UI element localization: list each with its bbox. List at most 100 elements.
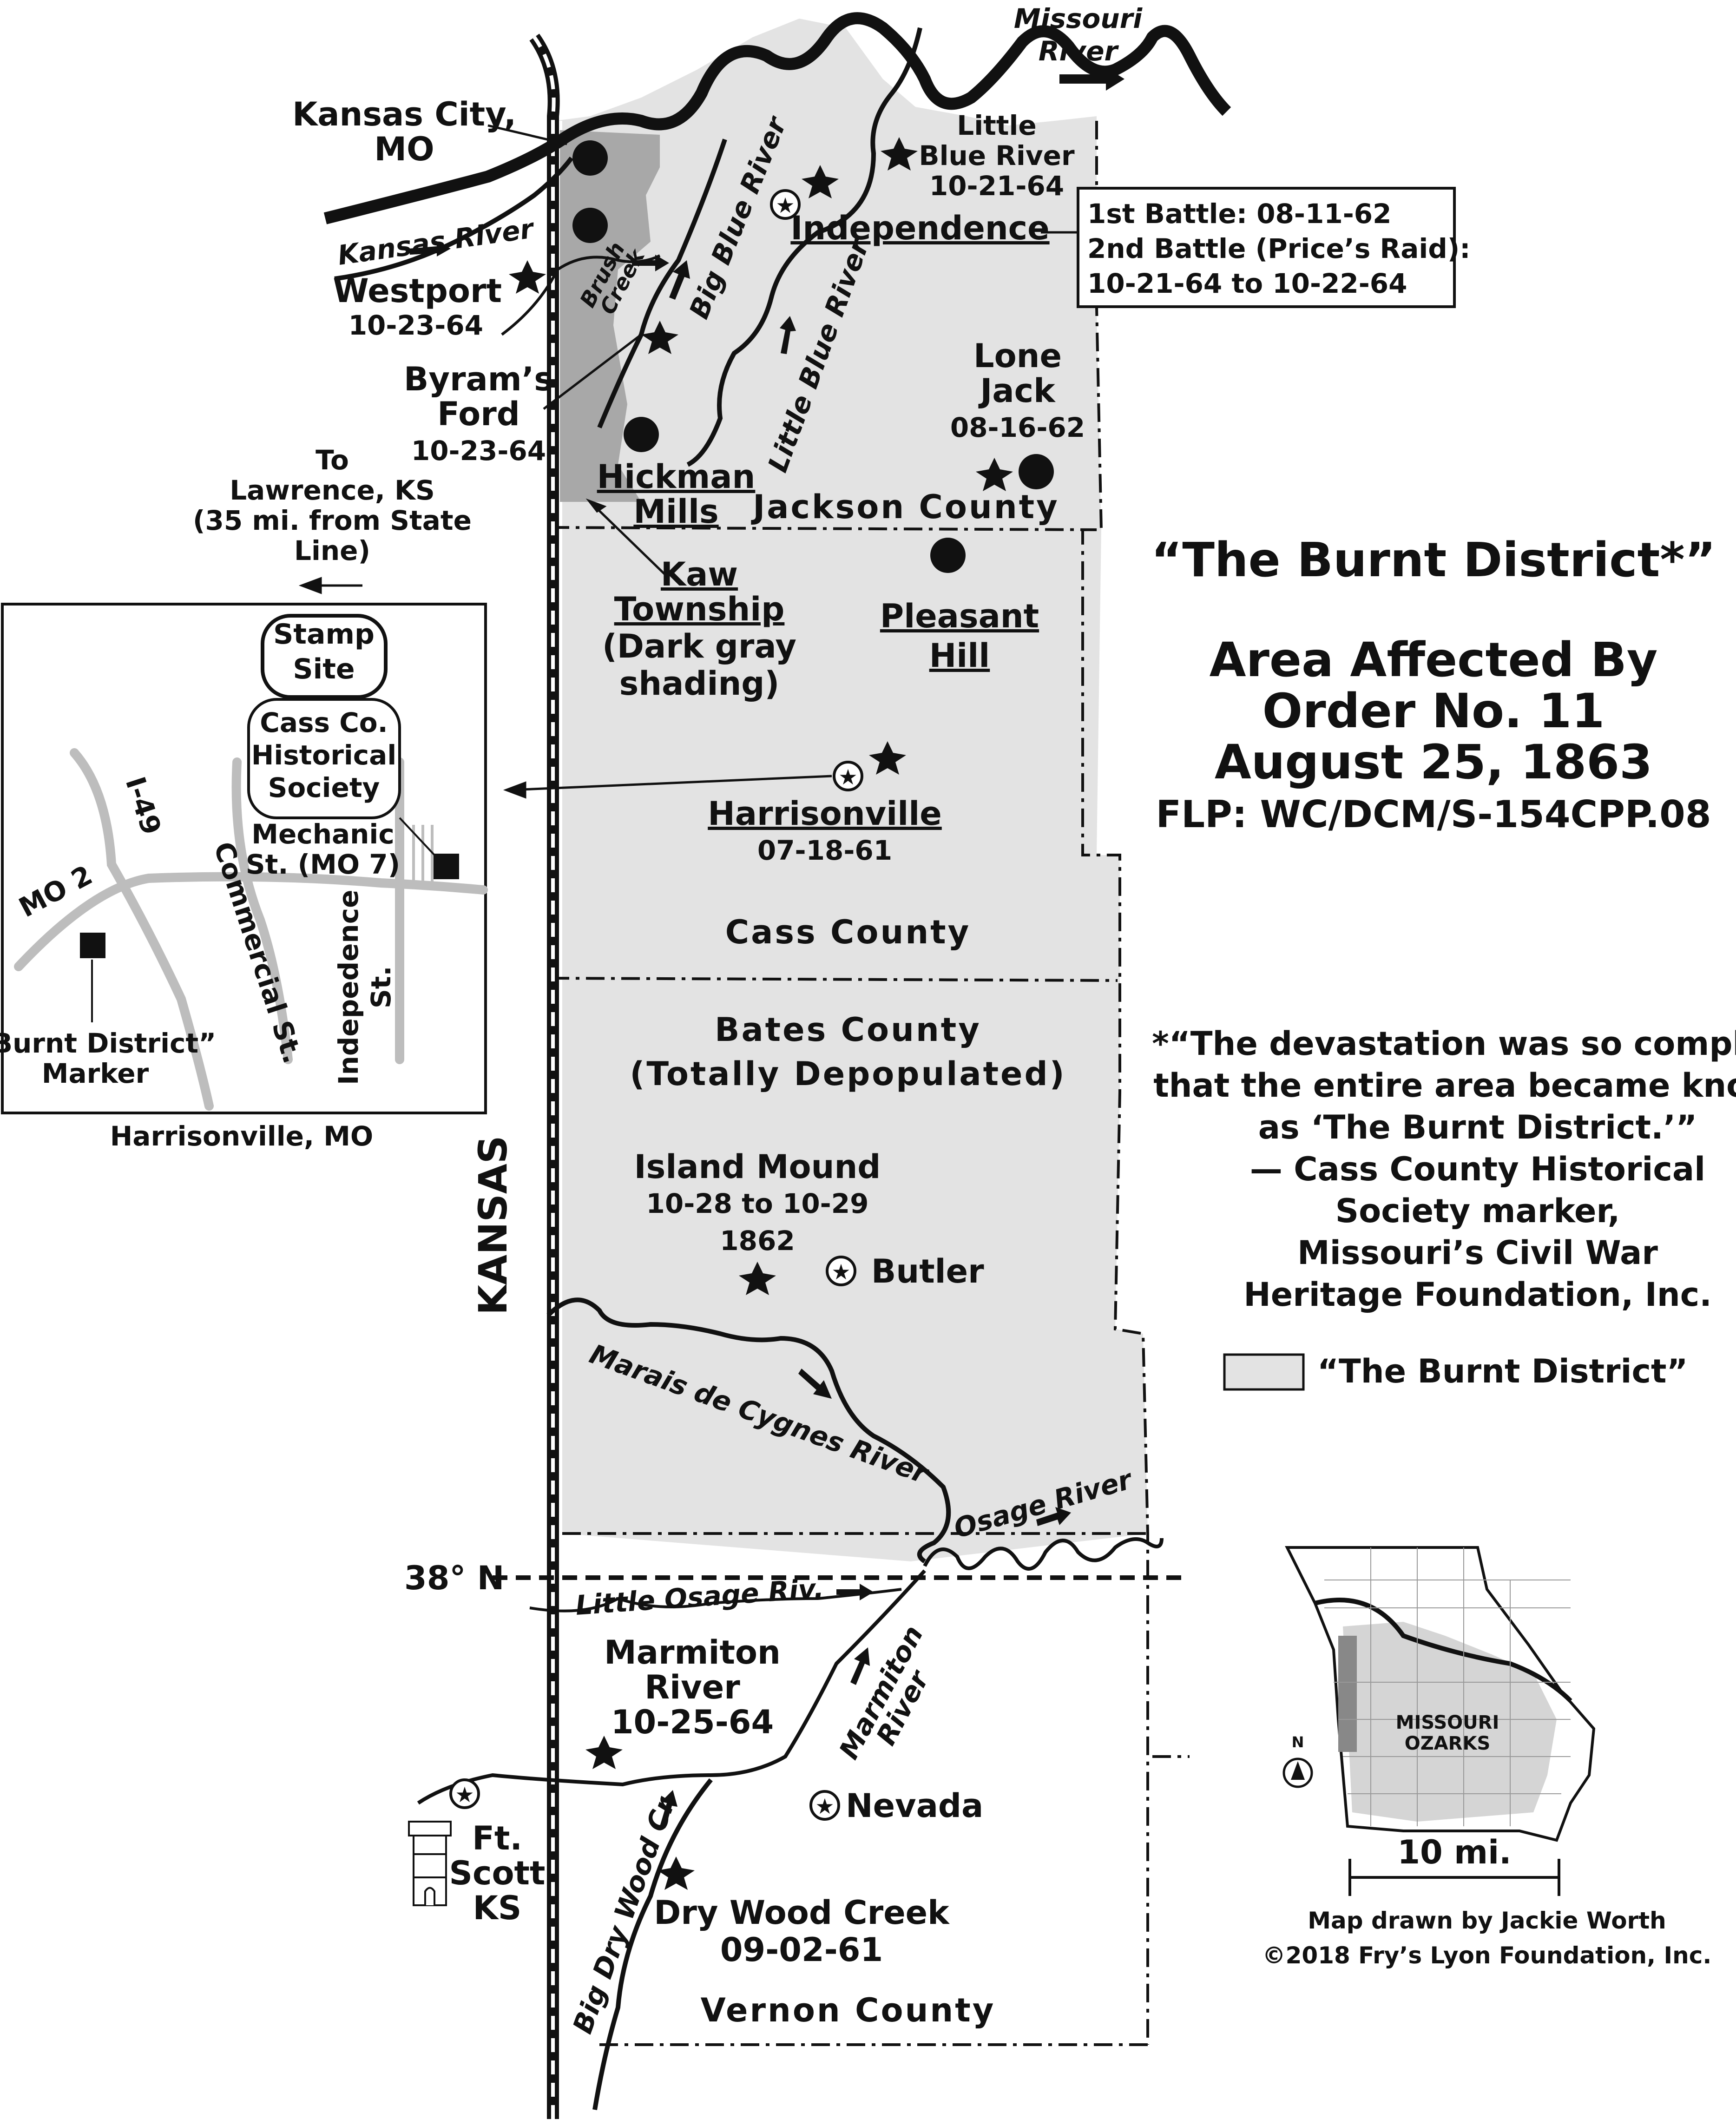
big-blue-river bbox=[597, 138, 727, 428]
inset-marker-2: Marker bbox=[42, 1058, 149, 1089]
east-boundary bbox=[1081, 121, 1149, 2045]
island-mound-label-2: 10-28 to 10-29 bbox=[646, 1188, 869, 1219]
independence-battle-2: 2nd Battle (Price’s Raid): bbox=[1087, 233, 1470, 264]
svg-text:★: ★ bbox=[838, 764, 857, 790]
little-blue-date: 10-21-64 bbox=[929, 170, 1064, 202]
credit-line-1: Map drawn by Jackie Worth bbox=[1308, 1907, 1666, 1934]
fort-scott-label-1: Ft. bbox=[472, 1819, 522, 1857]
historical-society-marker-icon bbox=[434, 854, 459, 879]
hickman-mills-label-2: Mills bbox=[633, 493, 718, 531]
dry-wood-label-1: Dry Wood Creek bbox=[654, 1894, 950, 1932]
legend-swatch bbox=[1223, 1353, 1305, 1391]
big-blue-arrow-icon bbox=[669, 260, 690, 300]
inset-indep-2: St. bbox=[365, 966, 397, 1008]
kansas-city-dot bbox=[572, 140, 608, 176]
inset-stamp-1: Stamp bbox=[273, 618, 375, 651]
fort-scott-label-3: KS bbox=[473, 1889, 522, 1927]
lone-jack-date: 08-16-62 bbox=[950, 412, 1085, 443]
kansas-city-dot-2 bbox=[572, 208, 608, 243]
kaw-township-label-3: (Dark gray bbox=[602, 627, 796, 665]
marmiton-label-1: Marmiton bbox=[604, 1633, 781, 1672]
little-blue-arrow-icon bbox=[780, 316, 796, 354]
battle-big-blue-icon bbox=[802, 165, 839, 198]
locator-label-2: OZARKS bbox=[1405, 1733, 1491, 1754]
lone-jack-dot bbox=[1019, 454, 1054, 489]
inset-indep-1: Indepedence bbox=[333, 890, 364, 1085]
butler-label: Butler bbox=[871, 1252, 984, 1290]
fort-scott-icon: ★ bbox=[449, 1778, 480, 1809]
battle-byrams-ford-icon bbox=[641, 321, 678, 354]
kaw-township-label-1: Kaw bbox=[661, 555, 738, 593]
leader-lines bbox=[298, 124, 832, 799]
svg-text:★: ★ bbox=[455, 1782, 474, 1807]
cass-bates-boundary bbox=[550, 977, 1118, 982]
town-dots bbox=[572, 140, 1054, 573]
osage-river bbox=[923, 1537, 1164, 1571]
little-osage-arrow-icon bbox=[836, 1584, 874, 1600]
brush-arrow-icon bbox=[632, 255, 669, 271]
kansas-city-label-1: Kansas City, bbox=[292, 95, 516, 133]
kansas-river bbox=[334, 156, 573, 281]
quote-line-6: Missouri’s Civil War bbox=[1297, 1234, 1658, 1272]
county-seat-independence-icon: ★ bbox=[770, 189, 801, 220]
title-line-3: Order No. 11 bbox=[1263, 684, 1605, 739]
stamp-site-box bbox=[261, 614, 388, 699]
kansas-label: KANSAS bbox=[470, 1136, 516, 1315]
harrisonville-label: Harrisonville bbox=[708, 795, 942, 833]
battle-marmiton-icon bbox=[585, 1736, 623, 1769]
nevada-label: Nevada bbox=[846, 1787, 983, 1825]
battle-little-blue-icon bbox=[881, 137, 918, 171]
inset-hist-2: Historical bbox=[251, 739, 396, 771]
little-blue-label-2: Blue River bbox=[919, 140, 1075, 171]
byrams-ford-label-2: Ford bbox=[437, 395, 520, 433]
cass-county-label: Cass County bbox=[725, 913, 971, 951]
battle-dry-wood-icon bbox=[658, 1856, 695, 1890]
byrams-ford-date: 10-23-64 bbox=[411, 435, 546, 467]
little-blue-river bbox=[686, 27, 922, 467]
kaw-township-label-4: shading) bbox=[619, 665, 780, 703]
title-line-2: Area Affected By bbox=[1210, 632, 1658, 688]
harrisonville-date: 07-18-61 bbox=[757, 835, 892, 866]
scale-label: 10 mi. bbox=[1397, 1833, 1511, 1871]
little-osage-river bbox=[529, 1588, 902, 1613]
fort-scott-label-2: Scott bbox=[449, 1854, 546, 1892]
pleasant-hill-label-1: Pleasant bbox=[880, 597, 1039, 635]
hickman-mills-dot bbox=[624, 417, 659, 452]
lone-jack-label-1: Lone bbox=[973, 337, 1062, 375]
inset-marker-1: “Burnt District” bbox=[0, 1027, 216, 1059]
vernon-county-label: Vernon County bbox=[701, 1991, 996, 2029]
jackson-county-label: Jackson County bbox=[751, 488, 1059, 526]
big-dry-wood-creek bbox=[592, 1778, 713, 2110]
burnt-district-marker-icon bbox=[80, 933, 105, 958]
marmiton-date: 10-25-64 bbox=[611, 1703, 774, 1741]
battle-markers bbox=[509, 137, 1013, 1890]
marais-arrow-icon bbox=[798, 1369, 832, 1399]
independence-battle-1: 1st Battle: 08-11-62 bbox=[1087, 198, 1391, 230]
missouri-river-label-2: River bbox=[1039, 35, 1119, 67]
bates-county-label-2: (Totally Depopulated) bbox=[630, 1055, 1066, 1093]
locator-label-1: MISSOURI bbox=[1396, 1712, 1499, 1733]
battle-harrisonville-icon bbox=[869, 741, 906, 775]
jackson-cass-boundary bbox=[550, 526, 1097, 531]
county-boundaries bbox=[550, 121, 1190, 2046]
kansas-river-label: Kansas River bbox=[335, 212, 537, 271]
quote-line-3: as ‘The Burnt District.’” bbox=[1258, 1108, 1697, 1146]
inset-hist-1: Cass Co. bbox=[260, 707, 388, 738]
svg-text:★: ★ bbox=[776, 193, 795, 218]
state-line bbox=[529, 33, 560, 2119]
quote-line-2: that the entire area became known bbox=[1153, 1066, 1736, 1105]
marmiton-arrow-icon bbox=[850, 1647, 870, 1685]
inset-stamp-2: Site bbox=[293, 653, 355, 685]
county-seat-harrisonville-icon: ★ bbox=[833, 761, 863, 791]
westport-date: 10-23-64 bbox=[349, 309, 483, 341]
byrams-ford-label-1: Byram’s bbox=[404, 360, 553, 398]
harrisonville-inset bbox=[1, 603, 488, 1114]
title-line-4: August 25, 1863 bbox=[1215, 735, 1652, 790]
title-code: FLP: WC/DCM/S-154CPP.08 bbox=[1156, 793, 1711, 836]
lawrence-label-3: (35 mi. from State bbox=[193, 505, 472, 536]
kansas-arrow-icon bbox=[409, 241, 451, 257]
river-arrows bbox=[409, 67, 1124, 1828]
island-mound-label-3: 1862 bbox=[720, 1225, 795, 1257]
pleasant-hill-label-2: Hill bbox=[929, 637, 990, 675]
